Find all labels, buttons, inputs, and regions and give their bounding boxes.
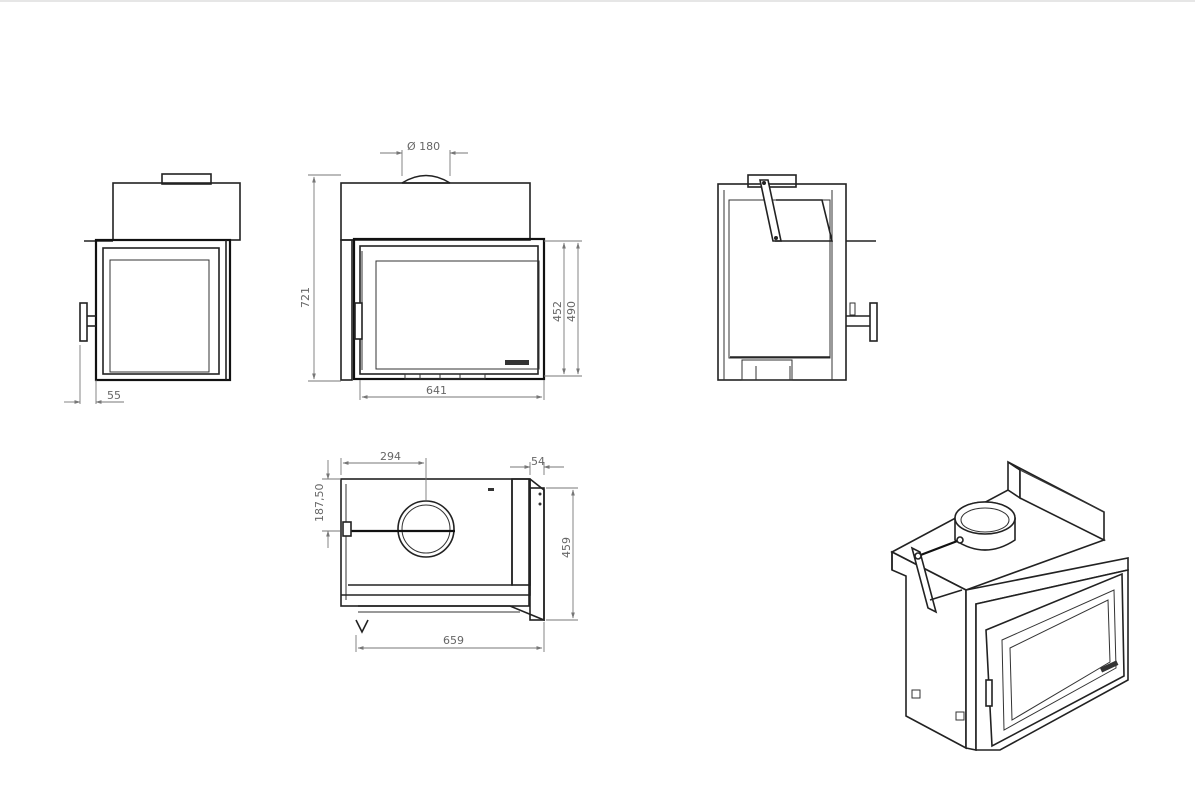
dim-plan-depth: 459 <box>560 537 573 558</box>
dim-side-depth: 54 <box>531 455 545 468</box>
front-view <box>308 150 582 400</box>
side-view-left <box>64 173 241 404</box>
plan-view <box>322 458 578 652</box>
dim-door-glass-height: 452 <box>551 301 564 322</box>
dim-front-width: 641 <box>426 384 447 397</box>
dim-plan-width: 659 <box>443 634 464 647</box>
dim-flue-depth-offset: 187,50 <box>313 484 326 523</box>
dim-flue-diameter: Ø 180 <box>407 140 440 153</box>
dim-handle-offset: 55 <box>107 389 121 402</box>
dim-door-height: 490 <box>565 301 578 322</box>
dim-overall-height: 721 <box>299 287 312 308</box>
side-view-right <box>717 174 878 381</box>
dim-flue-offset: 294 <box>380 450 401 463</box>
isometric-view <box>890 460 1129 751</box>
